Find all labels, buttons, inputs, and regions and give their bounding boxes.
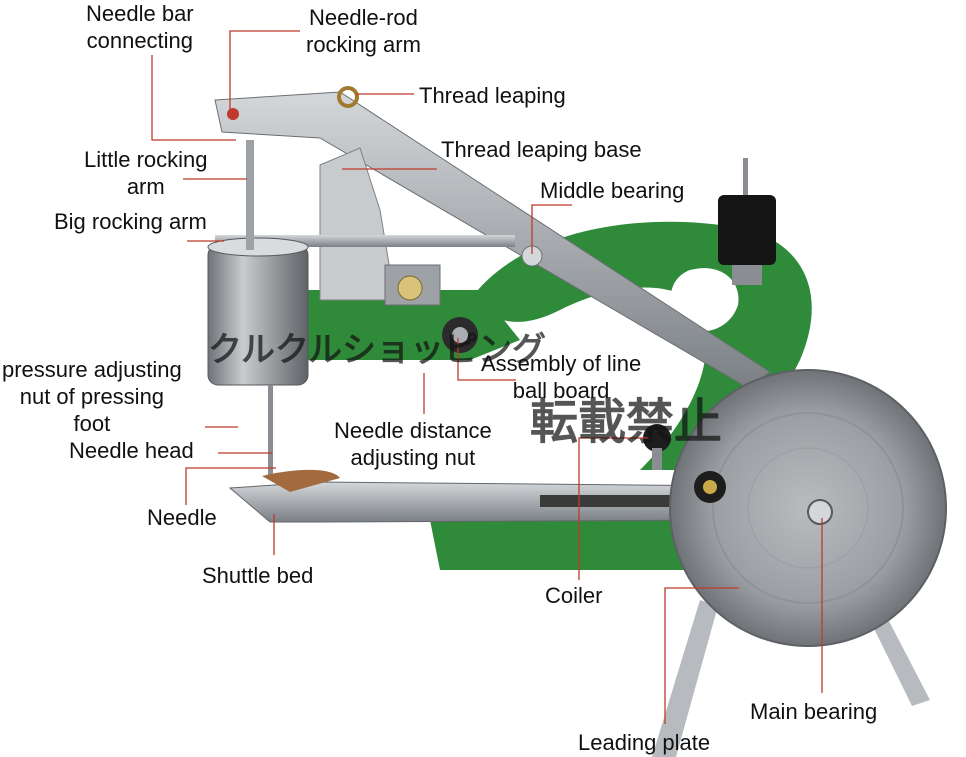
coiler-knob (643, 424, 671, 470)
label-assembly-line-ball-board: Assembly of line ball board (481, 351, 642, 403)
watermark-text-secondary: 転載禁止 (530, 394, 723, 450)
label-needle-rod-rocking-arm: Needle-rod rocking arm (306, 5, 421, 57)
label-needle: Needle (147, 505, 217, 530)
label-thread-leaping-base: Thread leaping base (441, 137, 642, 162)
leader-lines (151, 30, 823, 724)
thread-spool (718, 158, 776, 285)
label-little-rocking-arm: Little rocking arm (84, 147, 208, 199)
leader-needle-bar-connecting (151, 55, 236, 141)
label-shuttle-bed: Shuttle bed (202, 563, 314, 588)
label-needle-distance-nut: Needle distance adjusting nut (334, 418, 492, 470)
label-middle-bearing: Middle bearing (540, 178, 685, 203)
leader-needle (185, 467, 276, 505)
main-wheel (669, 369, 947, 647)
needle-bar (246, 140, 254, 250)
needle-rod (268, 385, 273, 475)
label-big-rocking-arm: Big rocking arm (54, 209, 207, 234)
watermark-text: クルクルショッピング (208, 330, 546, 370)
line-ball-roller (442, 245, 543, 353)
head-cylinder (207, 237, 309, 386)
thread-leaping-base (319, 147, 441, 306)
shuttle-bed-horn (228, 469, 741, 523)
label-main-bearing: Main bearing (750, 699, 878, 724)
leader-leading-plate (664, 587, 739, 724)
label-leading-plate: Leading plate (578, 730, 711, 755)
label-needle-head: Needle head (69, 438, 194, 463)
label-pressure-adjusting-nut: pressure adjusting nut of pressing foot (2, 357, 182, 436)
leader-assembly-line-ball-board (457, 338, 516, 381)
leader-middle-bearing (531, 204, 572, 254)
leader-coiler (578, 437, 650, 580)
label-coiler: Coiler (545, 583, 603, 608)
label-needle-bar-connecting: Needle bar connecting (86, 1, 194, 53)
label-thread-leaping: Thread leaping (419, 83, 566, 108)
leader-needle-rod-rocking-arm (229, 30, 300, 118)
